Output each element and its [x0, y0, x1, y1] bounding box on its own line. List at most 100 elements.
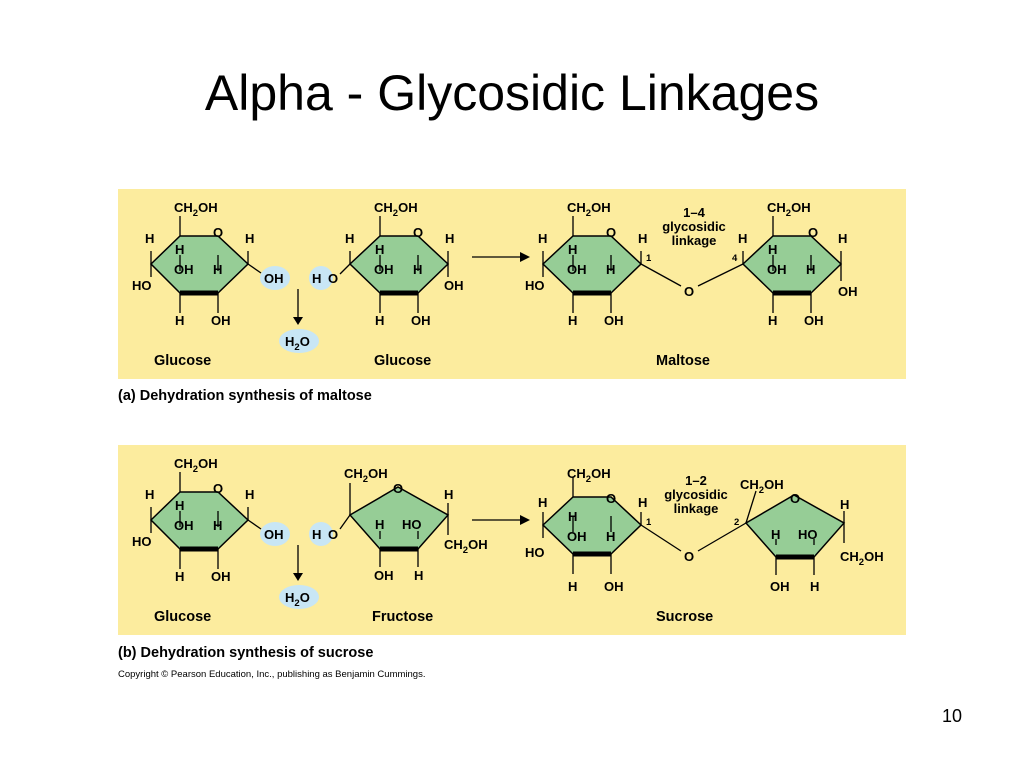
link-carbon-2: 2 [734, 517, 739, 528]
svg-text:H: H [568, 579, 577, 594]
svg-text:OH: OH [767, 262, 787, 277]
linkage-label-line1: 1–4 [683, 205, 705, 220]
svg-text:CH2OH: CH2OH [840, 549, 884, 568]
svg-text:HO: HO [402, 517, 422, 532]
svg-text:OH: OH [411, 313, 431, 328]
svg-text:O: O [606, 491, 616, 506]
svg-text:CH2OH: CH2OH [567, 200, 611, 219]
svg-text:H: H [771, 527, 780, 542]
caption-sucrose: (b) Dehydration synthesis of sucrose [118, 645, 374, 661]
glucose-label-2: Glucose [374, 353, 431, 369]
svg-text:H: H [312, 271, 321, 286]
svg-text:H: H [840, 497, 849, 512]
sucrose-molecule: CH2OH O H HO H H OH H H OH O 1 2 1–2 gly… [525, 466, 884, 625]
svg-text:CH2OH: CH2OH [444, 537, 488, 556]
svg-text:OH: OH [804, 313, 824, 328]
svg-text:CH2OH: CH2OH [767, 200, 811, 219]
svg-text:H2O: H2O [285, 334, 310, 353]
svg-text:HO: HO [132, 278, 152, 293]
svg-text:H: H [606, 262, 615, 277]
svg-text:H: H [175, 498, 184, 513]
svg-text:H: H [413, 262, 422, 277]
svg-text:HO: HO [132, 534, 152, 549]
svg-text:H: H [768, 313, 777, 328]
svg-text:H: H [445, 231, 454, 246]
svg-text:OH: OH [604, 579, 624, 594]
svg-text:CH2OH: CH2OH [567, 466, 611, 485]
svg-text:HO: HO [525, 545, 545, 560]
svg-text:H: H [568, 242, 577, 257]
svg-text:H: H [538, 495, 547, 510]
svg-text:O: O [393, 481, 403, 496]
svg-text:H: H [806, 262, 815, 277]
svg-text:H: H [213, 262, 222, 277]
svg-text:H: H [145, 487, 154, 502]
svg-text:H: H [375, 313, 384, 328]
linkage-label-line3: linkage [672, 233, 717, 248]
svg-text:CH2OH: CH2OH [740, 477, 784, 496]
link-carbon-4: 4 [732, 253, 738, 264]
svg-text:H2O: H2O [285, 590, 310, 609]
link-carbon-1: 1 [646, 253, 652, 264]
svg-text:H: H [638, 495, 647, 510]
svg-text:CH2OH: CH2OH [374, 200, 418, 219]
svg-text:H: H [838, 231, 847, 246]
svg-text:O: O [790, 491, 800, 506]
svg-text:H: H [145, 231, 154, 246]
svg-text:OH: OH [770, 579, 790, 594]
copyright-notice: Copyright © Pearson Education, Inc., pub… [118, 669, 426, 680]
svg-text:HO: HO [798, 527, 818, 542]
svg-text:O: O [213, 481, 223, 496]
svg-text:OH: OH [174, 518, 194, 533]
fructose-label: Fructose [372, 609, 433, 625]
maltose-synthesis-diagram: CH2OH O H HO H H OH H H OH Glucose OH H … [118, 189, 906, 379]
glucose-label-1: Glucose [154, 353, 211, 369]
reaction-arrow-icon [520, 515, 530, 525]
svg-text:CH2OH: CH2OH [344, 466, 388, 485]
svg-text:O: O [413, 225, 423, 240]
svg-text:H: H [213, 518, 222, 533]
svg-text:O: O [684, 284, 694, 299]
svg-text:H: H [444, 487, 453, 502]
svg-text:H: H [175, 313, 184, 328]
svg-text:OH: OH [604, 313, 624, 328]
svg-text:H: H [375, 242, 384, 257]
svg-text:OH: OH [211, 569, 231, 584]
svg-text:H: H [568, 509, 577, 524]
maltose-label: Maltose [656, 353, 710, 369]
svg-text:H: H [245, 487, 254, 502]
reaction-arrow-icon [520, 252, 530, 262]
svg-text:H: H [810, 579, 819, 594]
page-number: 10 [941, 706, 962, 726]
slide-title: Alpha - Glycosidic Linkages [204, 65, 820, 121]
sucrose-label: Sucrose [656, 609, 713, 625]
svg-text:CH2OH: CH2OH [174, 200, 218, 219]
svg-text:H: H [638, 231, 647, 246]
svg-text:H: H [175, 569, 184, 584]
svg-text:H: H [538, 231, 547, 246]
svg-text:OH: OH [374, 568, 394, 583]
svg-text:H: H [245, 231, 254, 246]
maltose-molecule: CH2OH O H HO H H OH H H OH O 1 4 1–4 gly… [525, 200, 858, 369]
svg-text:H: H [175, 242, 184, 257]
svg-text:OH: OH [374, 262, 394, 277]
sucrose-synthesis-diagram: CH2OH O H HO H H OH H H OH Glucose OH H … [118, 445, 906, 635]
svg-text:H: H [375, 517, 384, 532]
svg-text:HO: HO [525, 278, 545, 293]
linkage-label-line2: glycosidic [662, 219, 726, 234]
linkage-label-b-line3: linkage [674, 501, 719, 516]
svg-text:OH: OH [444, 278, 464, 293]
svg-text:O: O [328, 271, 338, 286]
glucose-molecule-3: CH2OH O H HO H H OH H H OH Glucose [132, 456, 262, 625]
svg-text:O: O [328, 527, 338, 542]
svg-text:H: H [345, 231, 354, 246]
caption-maltose: (a) Dehydration synthesis of maltose [118, 388, 372, 404]
svg-text:OH: OH [264, 527, 284, 542]
svg-text:H: H [312, 527, 321, 542]
svg-text:O: O [684, 549, 694, 564]
svg-text:OH: OH [838, 284, 858, 299]
svg-text:OH: OH [264, 271, 284, 286]
svg-text:H: H [414, 568, 423, 583]
svg-text:O: O [606, 225, 616, 240]
svg-text:H: H [768, 242, 777, 257]
